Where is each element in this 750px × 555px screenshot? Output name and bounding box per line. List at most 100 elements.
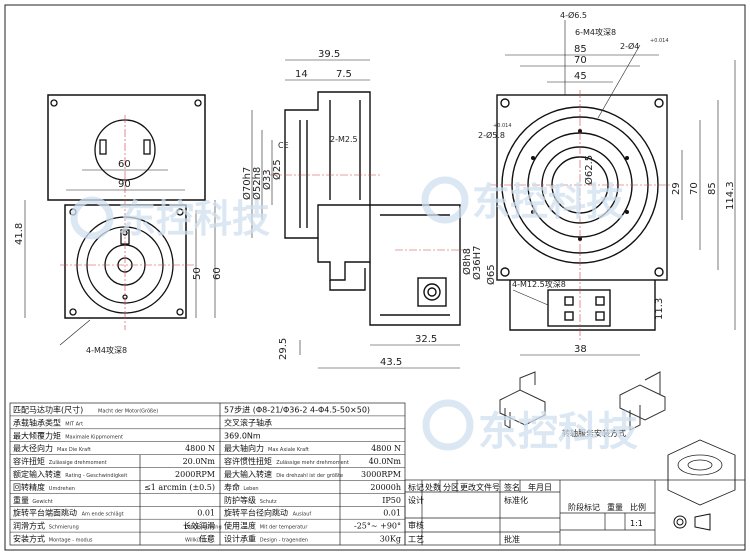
dim-7-5: 7.5 <box>336 69 352 80</box>
dim-70: 70 <box>574 55 587 66</box>
spec-value-right: 40.0Nm <box>369 457 402 466</box>
tb-header-1: 处数 <box>425 482 441 492</box>
spec-value-left: 4800 N <box>185 444 215 453</box>
dim-d52h8: Ø52h8 <box>251 167 263 200</box>
spec-sublabel-left: Rating - Geschwindigkeit <box>65 473 127 479</box>
watermark-3: 东控科技 <box>478 409 638 455</box>
tb-scale-value: 1:1 <box>630 519 643 528</box>
tb-scale: 比例 <box>630 502 646 512</box>
tb-header-0: 标记 <box>408 482 424 492</box>
spec-sublabel-left: Zulässige drehmoment <box>49 460 107 466</box>
tb-stage: 阶段标记 <box>568 502 600 512</box>
spec-value-left: 0.01 <box>197 509 215 518</box>
spec-sublabel-left: Schmierung <box>49 525 79 531</box>
dim-29: 29 <box>671 182 682 195</box>
dim-45: 45 <box>574 71 587 82</box>
front-dims <box>24 169 216 346</box>
spec-value-right: -25°~ +90° <box>354 522 401 531</box>
spec-label-right: 旋转平台径向跳动 <box>224 508 288 518</box>
spec-table-grid <box>9 402 406 546</box>
spec-label-left: 安装方式 <box>13 534 45 544</box>
spec-sublabel-left: Montage - modus <box>49 538 93 544</box>
tb-header-4: 签名 <box>504 482 520 492</box>
dim-2-d4: 2-Ø4 <box>620 41 639 51</box>
spec-label-left: 重量 <box>13 495 29 505</box>
spec-sublabel-left: Umdrehen <box>49 486 75 492</box>
spec-sublabel-right: Max Axiale Kraft <box>268 447 309 453</box>
spec-label-left: 最大倾覆力矩 <box>13 430 61 440</box>
tb-header-3: 更改文件号 <box>460 482 500 492</box>
spec-sublabel-left: Am ende schlägt <box>82 512 124 518</box>
dim-2-d5-8: 2-Ø5.8 <box>478 130 505 140</box>
spec-sublabel-right: Schutz <box>260 499 277 505</box>
spec-sublabel-right: Mit der temperatur <box>260 525 309 531</box>
tb-row-design: 设计 <box>408 495 424 505</box>
dim-4-m12-5: 4-M12.5攻深8 <box>512 279 566 289</box>
dim-60: 60 <box>118 159 131 170</box>
spec-sublabel-left: Macht der Motor(Größe) <box>98 408 158 414</box>
spec-value-right: 3000RPM <box>361 470 401 479</box>
spec-value-left: ≤1 arcmin (±0.5) <box>144 483 215 492</box>
front-centerlines <box>60 115 195 330</box>
spec-label-right: 369.0Nm <box>224 431 261 440</box>
spec-label-right: 容许惯性扭矩 <box>224 456 272 466</box>
spec-value-left: 任意 <box>199 534 215 544</box>
spec-label-right: 交叉滚子轴承 <box>224 417 272 427</box>
dim-50: 50 <box>192 267 203 280</box>
spec-value-right: 0.01 <box>383 509 401 518</box>
dim-d8h8: Ø8h8 <box>461 248 473 275</box>
spec-value-left: 长效润滑 <box>183 521 215 531</box>
dim-41-8: 41.8 <box>14 223 25 245</box>
install-label: 转轴服务安装方式 <box>562 428 626 438</box>
dim-70-v: 70 <box>689 182 700 195</box>
side-dims <box>251 59 460 369</box>
dim-d33: Ø33 <box>261 169 273 190</box>
dim-d36h7: Ø36H7 <box>471 246 483 280</box>
spec-sublabel-right: Leben <box>243 486 258 492</box>
dim-85: 85 <box>574 44 587 55</box>
thumbnail-3d <box>667 439 736 506</box>
tol-2-d4: +0.014 <box>650 38 669 44</box>
side-centerlines <box>270 174 470 251</box>
spec-label-left: 最大径向力 <box>13 443 53 453</box>
callout-m4: 4-M4攻深8 <box>86 345 127 355</box>
projection-symbol <box>673 513 711 531</box>
dim-38: 38 <box>574 344 587 355</box>
tb-header-2: 分区 <box>443 483 459 492</box>
dim-60-v: 60 <box>212 267 223 280</box>
spec-label-right: 使用温度 <box>224 521 256 531</box>
install-iso <box>499 371 666 431</box>
dim-6-m4: 6-M4攻深8 <box>575 27 616 37</box>
spec-sublabel-right: Zulässige mehr drehmoment <box>276 460 349 466</box>
label-ce: CE <box>278 141 289 150</box>
dim-29-5: 29.5 <box>278 338 289 360</box>
spec-sublabel-left: Max Die Kraft <box>57 447 91 453</box>
spec-label-right: 57步进 (Φ8-21/Φ36-2 4-Φ4.5-50×50) <box>224 405 370 414</box>
spec-rows: 匹配马达功率(尺寸)Macht der Motor(Größe)57步进 (Φ8… <box>10 404 405 544</box>
spec-value-left: 2000RPM <box>175 470 215 479</box>
watermark-2: 东控科技 <box>472 180 624 224</box>
dim-m2-5: 2-M2.5 <box>330 135 358 144</box>
dim-39-5: 39.5 <box>318 49 340 60</box>
spec-label-left: 额定输入转速 <box>13 469 61 479</box>
dim-d70h7: Ø70h7 <box>241 167 253 200</box>
watermark-logos: 东控科技 东控科技 东控科技 <box>70 176 638 455</box>
tb-header-5: 年月日 <box>528 482 552 492</box>
dim-d65: Ø65 <box>485 264 497 285</box>
spec-value-right: 4800 N <box>371 444 401 453</box>
dim-90: 90 <box>118 179 131 190</box>
dim-85-v: 85 <box>707 182 718 195</box>
tb-weight: 重量 <box>607 502 623 512</box>
spec-label-right: 最大轴向力 <box>224 443 264 453</box>
dim-32-5: 32.5 <box>415 334 437 345</box>
spec-value-right: 20000h <box>370 483 401 492</box>
watermark-1: 东控科技 <box>118 197 270 241</box>
spec-sublabel-left: MIT Art <box>65 421 83 427</box>
spec-value-sub-left: Lange wirkung <box>185 525 222 531</box>
spec-value-right: 30Kg <box>380 535 401 544</box>
spec-value-right: IP50 <box>382 496 401 505</box>
sheet-border <box>4 4 746 551</box>
tb-approve: 批准 <box>504 534 520 544</box>
spec-sublabel-left: Gewicht <box>32 499 52 505</box>
